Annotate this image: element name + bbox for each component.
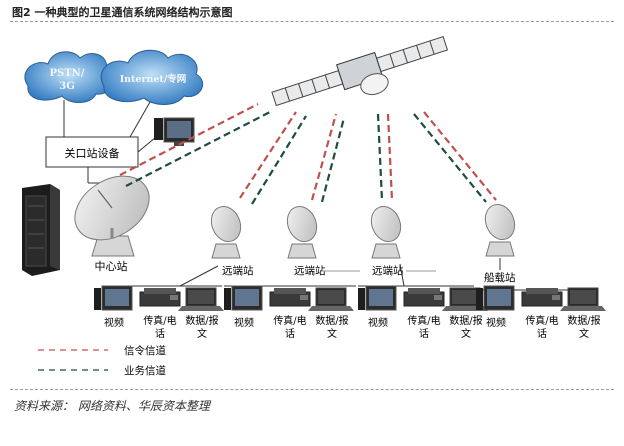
- bottom-divider: [10, 389, 614, 390]
- gateway-label: 关口站设备: [65, 146, 120, 160]
- device-group-2: [224, 285, 354, 311]
- fax-label-line2: 话: [285, 328, 295, 340]
- data-label-line1: 数据/报: [315, 314, 348, 327]
- device-group-1: [94, 285, 224, 311]
- fax-label-line1: 传真/电: [525, 314, 558, 327]
- video-terminal: [94, 285, 133, 311]
- satellite: [271, 35, 449, 107]
- data-label-line1: 数据/报: [449, 314, 482, 327]
- fax-label-line2: 话: [155, 328, 165, 340]
- laptop: [178, 287, 224, 311]
- remote-dish-1: [210, 206, 242, 259]
- remote-dish-2: [286, 206, 318, 259]
- laptop: [560, 287, 606, 311]
- pstn-label-line2: 3G: [59, 81, 75, 92]
- fax-machine: [139, 288, 181, 307]
- data-label-line2: 文: [197, 327, 207, 340]
- internet-label: Internet/专网: [120, 73, 187, 85]
- remote-dish-4: [484, 204, 516, 257]
- source-note: 资料来源： 网络资料、华辰资本整理: [14, 399, 210, 413]
- top-divider: [10, 21, 614, 22]
- device-group-3: [358, 285, 488, 311]
- legend-service-label: 业务信道: [124, 364, 166, 377]
- pstn-label-line1: PSTN/: [50, 68, 85, 79]
- laptop: [308, 287, 354, 311]
- fax-machine: [403, 288, 445, 307]
- data-label-line2: 文: [461, 327, 471, 340]
- station-label-1: 远端站: [222, 264, 254, 277]
- internet-cloud: Internet/专网: [100, 49, 204, 105]
- data-label-line1: 数据/报: [185, 314, 218, 327]
- figure-title: 图2 一种典型的卫星通信系统网络结构示意图: [12, 6, 233, 19]
- radio-links: [119, 103, 497, 205]
- station-label-3: 远端站: [372, 264, 404, 277]
- fax-label-line2: 话: [537, 328, 547, 340]
- station-label-2: 远端站: [294, 264, 326, 277]
- data-label-line1: 数据/报: [567, 314, 600, 327]
- station-label-4: 船载站: [484, 271, 516, 284]
- video-label: 视频: [368, 316, 388, 329]
- fax-machine: [269, 288, 311, 307]
- legend-signal-label: 信令信道: [124, 344, 166, 357]
- video-label: 视频: [234, 316, 254, 329]
- pstn-cloud: PSTN/ 3G: [24, 51, 114, 103]
- laptop: [442, 287, 488, 311]
- fax-label-line2: 话: [419, 328, 429, 340]
- gateway-box: [45, 136, 139, 168]
- center-dish: [74, 175, 150, 257]
- fax-label-line1: 传真/电: [407, 314, 440, 327]
- device-group-4: [476, 285, 606, 311]
- video-label: 视频: [486, 316, 506, 329]
- gateway-computer: [154, 117, 195, 146]
- video-terminal: [358, 285, 397, 311]
- fax-label-line1: 传真/电: [273, 314, 306, 327]
- center-label: 中心站: [95, 259, 128, 273]
- video-label: 视频: [104, 316, 124, 329]
- data-label-line2: 文: [579, 327, 589, 340]
- server-rack: [22, 184, 60, 276]
- data-label-line2: 文: [327, 327, 337, 340]
- fax-machine: [521, 288, 563, 307]
- video-terminal: [224, 285, 263, 311]
- fax-label-line1: 传真/电: [143, 314, 176, 327]
- remote-dish-3: [370, 206, 402, 259]
- video-terminal: [476, 285, 515, 311]
